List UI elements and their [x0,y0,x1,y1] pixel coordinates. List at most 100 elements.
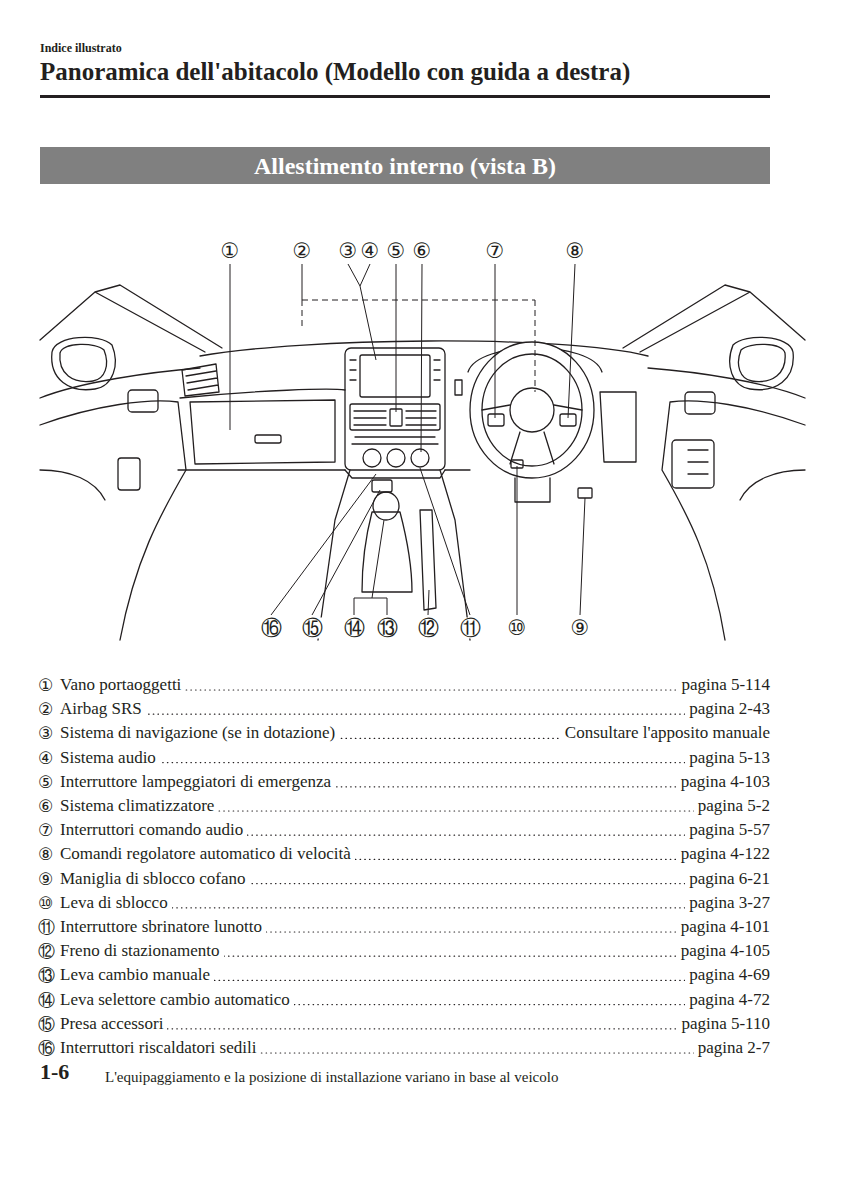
right-door [648,368,805,640]
page-reference: pagina 5-2 [694,795,770,817]
page-title: Panoramica dell'abitacolo (Modello con g… [40,57,630,87]
list-number: ⑥ [38,795,53,817]
left-door [40,368,200,640]
list-number: ⑩ [38,892,53,914]
part-name: Leva cambio manuale [60,964,214,986]
left-mirror [52,337,116,389]
page-reference: pagina 4-103 [677,771,770,793]
list-number: ⑭ [38,989,55,1011]
gear-boot [362,512,412,592]
climate-knob [387,449,405,467]
leader-line [428,590,429,615]
page-reference: pagina 3-27 [685,892,770,914]
leader-line [517,466,518,615]
callout-number: ⑩ [508,618,527,639]
audio-slot [352,437,438,444]
screen-buttons [350,360,440,380]
callout-number: ② [293,241,312,262]
steering-wheel-inner [482,354,582,466]
list-number: ⑮ [38,1013,55,1035]
dot-leader [64,762,768,763]
left-pillar [40,285,222,352]
callout-number: ⑯ [261,618,282,639]
page-reference: pagina 2-7 [694,1037,770,1059]
page-reference: pagina 5-110 [677,1013,770,1035]
leader-line [420,468,470,615]
page-reference: pagina 4-101 [677,916,770,938]
vent-slats [354,411,436,425]
list-number: ⑦ [38,819,53,841]
right-door-handle [685,392,715,414]
page-reference: pagina 4-122 [677,843,770,865]
left-column-switch [455,380,462,395]
leader-line [421,264,422,452]
left-window-switch [118,458,140,490]
climate-knob [411,449,429,467]
list-number: ⑤ [38,771,53,793]
center-console [318,470,470,640]
list-number: ③ [38,722,53,744]
right-window-switches [672,440,714,488]
airbag-bracket [302,300,535,392]
climate-knob [363,449,381,467]
callout-number: ⑮ [302,618,323,639]
bonnet-release [578,488,592,498]
list-number: ⑫ [38,940,55,962]
section-band: Allestimento interno (vista B) [40,147,770,184]
header-rule [40,95,770,98]
list-number: ② [38,698,53,720]
list-number: ④ [38,747,53,769]
dot-leader [64,1028,768,1029]
page-reference: pagina 6-21 [685,868,770,890]
leader-line [495,264,496,418]
part-name: Freno di stazionamento [60,940,224,962]
page-reference: pagina 5-57 [685,819,770,841]
steering-wheel [470,342,594,478]
part-name: Leva selettore cambio automatico [60,989,294,1011]
left-vent [182,364,219,396]
accessory-socket [372,480,392,492]
callout-number: ⑫ [418,618,439,639]
leader-line [580,498,585,615]
leader-line [568,264,575,418]
page-reference: pagina 2-43 [685,698,770,720]
callout-number: ⑬ [377,618,398,639]
leader-line [312,490,380,615]
callout-number: ⑥ [413,241,432,262]
part-name: Vano portaoggetti [60,674,185,696]
left-door-handle [128,390,158,412]
list-number: ① [38,674,53,696]
right-mirror [730,337,794,389]
callout-number: ⑤ [387,241,406,262]
center-stack [345,348,445,470]
switch-buttons [688,450,708,474]
page-reference: pagina 4-69 [685,964,770,986]
running-header: Indice illustrato [40,37,122,59]
list-number: ⑪ [38,916,55,938]
cabin-drawing [40,285,805,640]
callout-number: ① [221,241,240,262]
leader-line [348,264,376,360]
page-number: 1-6 [40,1061,69,1083]
gear-bracket [354,520,387,615]
right-panel [600,392,636,462]
parking-brake [420,510,436,610]
glove-box-handle [255,435,281,443]
steering-hub [510,388,554,432]
page-reference: pagina 5-114 [677,674,770,696]
callout-number: ⑨ [571,618,590,639]
part-name: Sistema di navigazione (se in dotazione) [60,722,339,744]
list-number: ⑬ [38,964,55,986]
leader-line [230,264,231,430]
dot-leader [64,714,768,715]
list-number: ⑨ [38,868,53,890]
audio-switches [488,414,504,426]
page-reference: pagina 5-13 [685,747,770,769]
part-name: Leva di sblocco [60,892,172,914]
callout-number: ④ [361,241,380,262]
callout-number: ⑦ [486,241,505,262]
part-name: Sistema climatizzatore [60,795,218,817]
part-name: Interruttori comando audio [60,819,247,841]
part-name: Airbag SRS [60,698,146,720]
